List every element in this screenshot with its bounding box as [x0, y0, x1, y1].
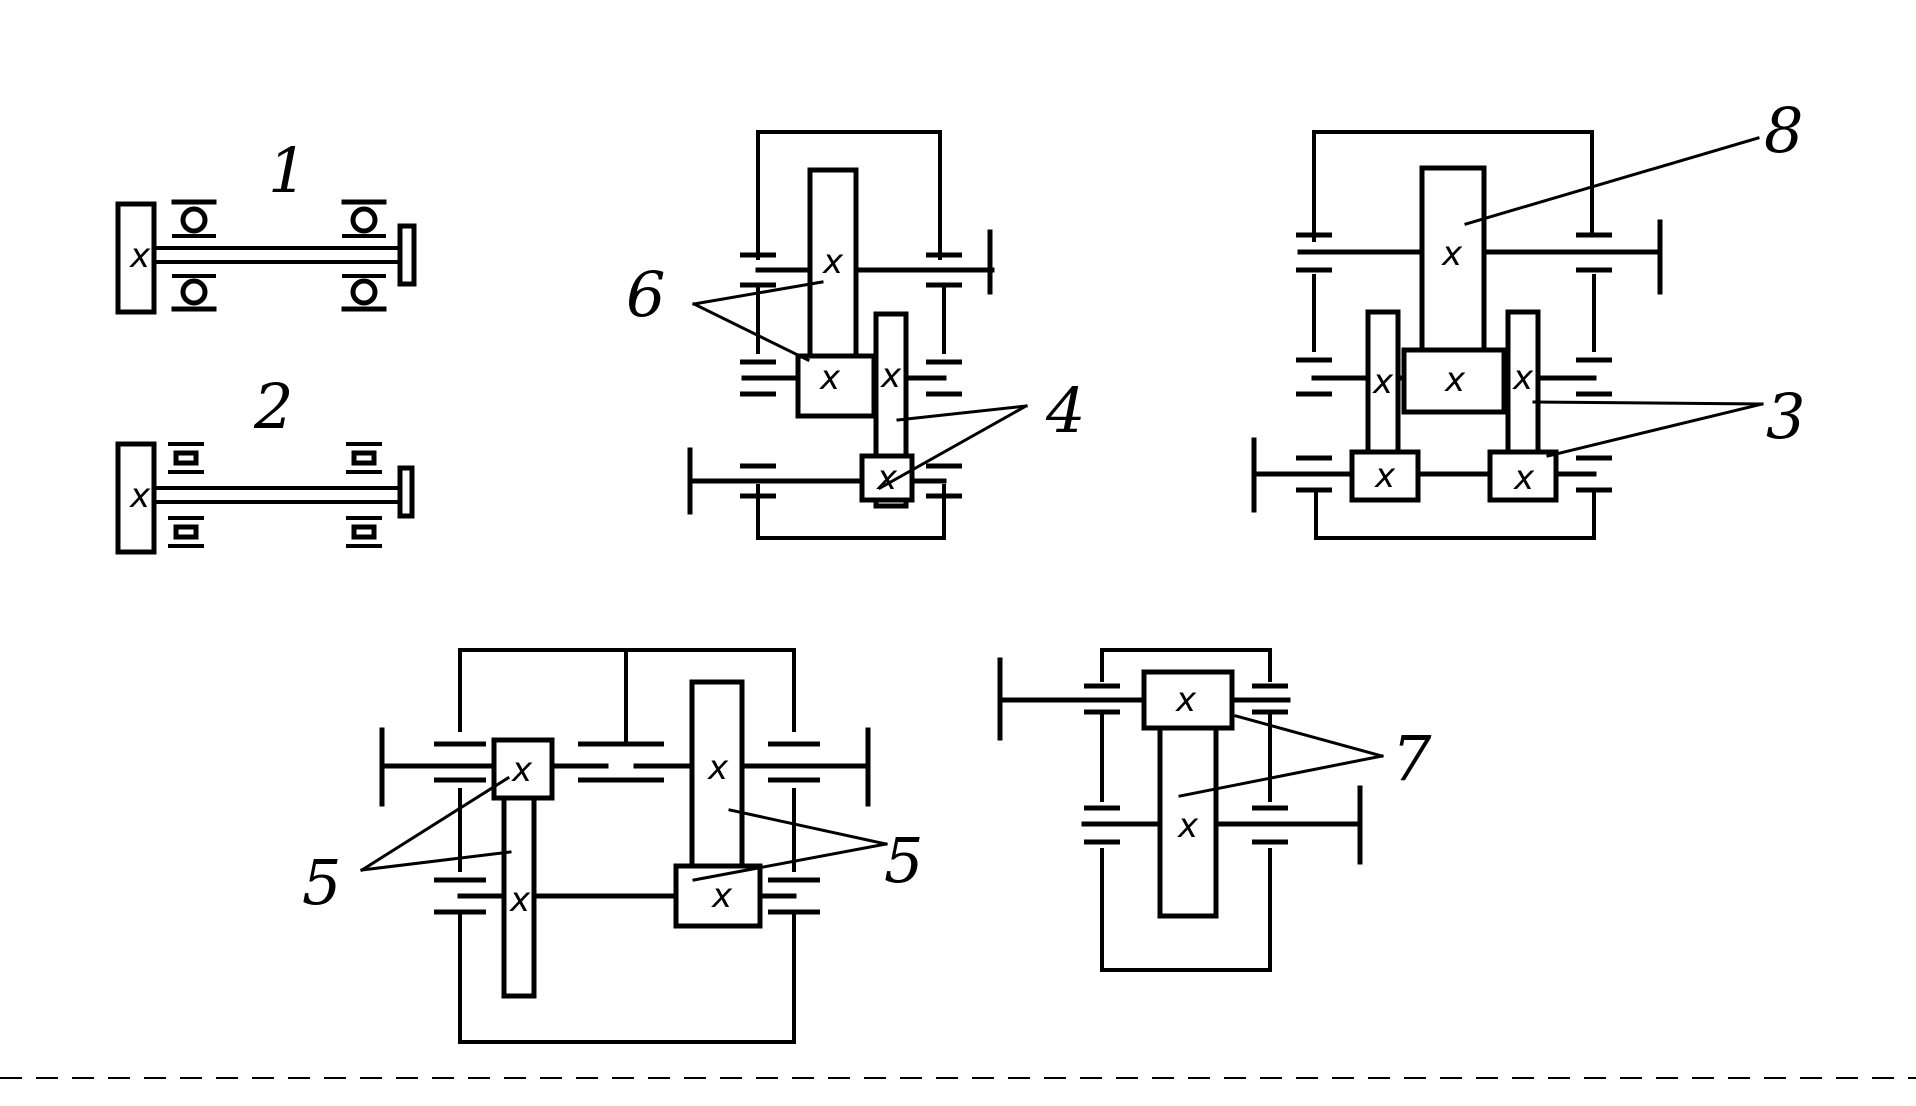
label-1: 1 [268, 134, 307, 207]
label-4: 4 [1045, 374, 1085, 447]
gear-mark: x [819, 358, 841, 398]
right-pinion [1487, 449, 1559, 503]
scheme-single-stage-gearbox: x x 7 [997, 648, 1432, 972]
gear-mark: x [129, 476, 151, 516]
gear-mark: x [1177, 806, 1199, 846]
label-3: 3 [1766, 380, 1805, 453]
scheme-2-gear [115, 441, 157, 555]
gear-mark: x [1512, 358, 1534, 398]
label-5-right: 5 [884, 824, 923, 897]
scheme-split-power-gearbox: x x x x x x 8 3 [1251, 94, 1805, 540]
gear-mark: x [129, 236, 151, 276]
left-gear-wheel [1365, 309, 1401, 463]
scheme-1-gear [115, 201, 157, 315]
label-2: 2 [253, 370, 293, 443]
scheme-1-coupling [397, 223, 417, 287]
gear-mark: x [1513, 458, 1535, 498]
pinion-input-coaxial [491, 737, 555, 801]
scheme-2-coupling [397, 465, 415, 519]
gear-mark: x [711, 876, 733, 916]
gear-mark: x [511, 750, 533, 790]
ball-bearing-icon [341, 199, 387, 312]
scheme-two-stage-gearbox: x x x x 6 4 [626, 130, 1085, 540]
label-6: 6 [626, 258, 665, 331]
scheme-1-ball-bearing-shaft: x 1 [115, 134, 417, 315]
pinion-stage-2 [859, 453, 915, 503]
gear-mark: x [509, 880, 531, 920]
roller-bearing-icon [346, 442, 382, 548]
left-pinion [1349, 449, 1421, 503]
pinion-single-stage [1141, 669, 1235, 731]
ball-bearing-icon [171, 199, 217, 312]
label-5-left: 5 [302, 846, 341, 919]
roller-bearing-icon [168, 442, 204, 548]
gear-mark: x [707, 748, 729, 788]
gear-mark: x [1444, 360, 1466, 400]
gear-mark: x [822, 242, 844, 282]
central-pinion [1401, 347, 1507, 415]
gear-mark: x [880, 356, 902, 396]
gear-mark: x [1372, 362, 1394, 402]
gear-wheel-output-coaxial [689, 679, 745, 871]
gear-mark: x [1441, 234, 1463, 274]
gear-mark: x [876, 458, 898, 498]
label-8: 8 [1764, 94, 1803, 167]
label-7: 7 [1392, 722, 1432, 795]
gear-mark: x [1175, 680, 1197, 720]
scheme-coaxial-gearbox: x x x x 5 5 [302, 648, 923, 1044]
scheme-2-roller-bearing-shaft: x 2 [115, 370, 415, 555]
gear-mark: x [1374, 456, 1396, 496]
central-gear-wheel [1419, 165, 1487, 355]
